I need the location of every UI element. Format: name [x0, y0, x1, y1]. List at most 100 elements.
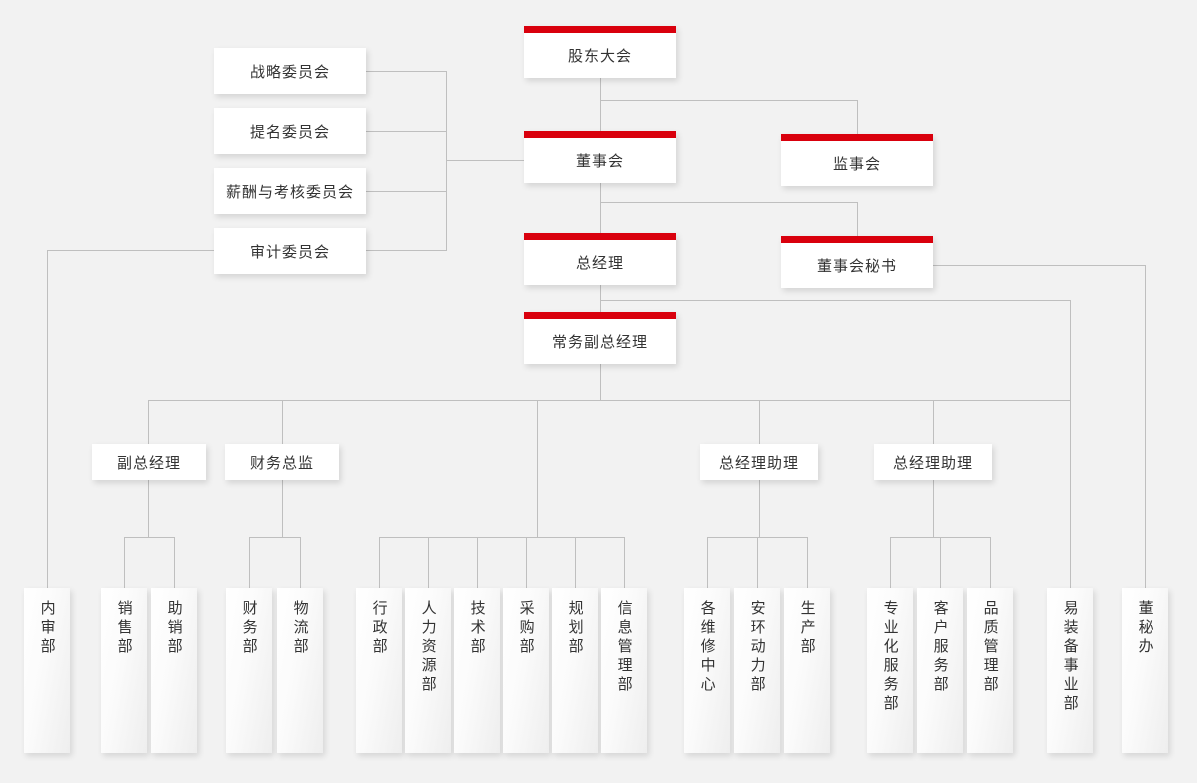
dept-human-resources[interactable]: 人力资源部: [405, 588, 451, 753]
connector-line: [933, 265, 1145, 266]
connector-line: [526, 537, 527, 588]
connector-line: [933, 480, 934, 537]
dept-procurement[interactable]: 采购部: [503, 588, 549, 753]
connector-line: [807, 537, 808, 588]
dept-label: 物流部: [291, 600, 309, 657]
connector-line: [1070, 300, 1071, 588]
connector-line: [600, 202, 601, 237]
node-shareholders-meeting[interactable]: 股东大会: [524, 26, 676, 78]
committee-remuneration-appraisal[interactable]: 薪酬与考核委员会: [214, 168, 366, 214]
connector-line: [366, 250, 446, 251]
dept-label: 生产部: [798, 600, 816, 657]
connector-line: [366, 71, 446, 72]
committee-label: 薪酬与考核委员会: [225, 183, 354, 201]
committee-label: 提名委员会: [249, 123, 330, 141]
connector-line: [124, 537, 125, 588]
connector-line: [600, 202, 858, 203]
dept-logistics[interactable]: 物流部: [277, 588, 323, 753]
connector-line: [890, 537, 891, 588]
connector-line: [282, 400, 283, 444]
connector-line: [148, 400, 149, 444]
committee-bus-line: [446, 71, 447, 251]
node-executive-deputy-gm[interactable]: 常务副总经理: [524, 312, 676, 364]
connector-line: [174, 537, 175, 588]
dept-quality-management[interactable]: 品质管理部: [967, 588, 1013, 753]
dept-label: 行政部: [370, 600, 388, 657]
manager-gm-assistant-2[interactable]: 总经理助理: [874, 444, 992, 480]
dept-label: 各维修中心: [698, 600, 716, 695]
manager-label: 财务总监: [249, 454, 314, 472]
connector-line: [600, 100, 601, 135]
connector-line: [990, 537, 991, 588]
dept-sales[interactable]: 销售部: [101, 588, 147, 753]
dept-planning[interactable]: 规划部: [552, 588, 598, 753]
dept-label: 销售部: [115, 600, 133, 657]
connector-line: [366, 131, 446, 132]
dept-customer-service[interactable]: 客户服务部: [917, 588, 963, 753]
committee-audit[interactable]: 审计委员会: [214, 228, 366, 274]
connector-line: [124, 537, 174, 538]
connector-line: [759, 480, 760, 537]
dept-label: 财务部: [240, 600, 258, 657]
dept-label: 助销部: [165, 600, 183, 657]
manager-label: 总经理助理: [718, 454, 799, 472]
node-label: 股东大会: [567, 48, 632, 65]
node-label: 总经理: [575, 255, 624, 272]
connector-line: [300, 537, 301, 588]
dept-technology[interactable]: 技术部: [454, 588, 500, 753]
node-general-manager[interactable]: 总经理: [524, 233, 676, 285]
connector-line: [600, 300, 1070, 301]
manager-cfo[interactable]: 财务总监: [225, 444, 339, 480]
dept-label: 董秘办: [1136, 600, 1154, 657]
dept-label: 采购部: [517, 600, 535, 657]
connector-line: [933, 400, 934, 444]
connector-line: [282, 480, 283, 537]
connector-line: [600, 285, 601, 317]
dept-maintenance-centers[interactable]: 各维修中心: [684, 588, 730, 753]
dept-board-secretary-office[interactable]: 董秘办: [1122, 588, 1168, 753]
connector-line: [624, 537, 625, 588]
dept-label: 技术部: [468, 600, 486, 657]
connector-line: [857, 202, 858, 237]
node-label: 董事会秘书: [816, 258, 897, 275]
dept-finance[interactable]: 财务部: [226, 588, 272, 753]
main-bus-line: [148, 400, 1070, 401]
committee-nomination[interactable]: 提名委员会: [214, 108, 366, 154]
node-board-secretary[interactable]: 董事会秘书: [781, 236, 933, 288]
connector-line: [707, 537, 708, 588]
dept-label: 人力资源部: [419, 600, 437, 695]
connector-line: [857, 100, 858, 135]
dept-label: 易装备事业部: [1061, 600, 1079, 714]
connector-line: [600, 183, 601, 202]
node-board-of-supervisors[interactable]: 监事会: [781, 134, 933, 186]
connector-line: [366, 191, 446, 192]
manager-deputy-gm[interactable]: 副总经理: [92, 444, 206, 480]
dept-safety-environment-power[interactable]: 安环动力部: [734, 588, 780, 753]
manager-gm-assistant-1[interactable]: 总经理助理: [700, 444, 818, 480]
node-label: 董事会: [575, 153, 624, 170]
dept-label: 内审部: [38, 600, 56, 657]
connector-line: [537, 400, 538, 537]
dept-label: 信息管理部: [615, 600, 633, 695]
dept-information-management[interactable]: 信息管理部: [601, 588, 647, 753]
dept-sales-support[interactable]: 助销部: [151, 588, 197, 753]
connector-line: [379, 537, 380, 588]
connector-line: [600, 364, 601, 400]
connector-line: [759, 400, 760, 444]
dept-easy-equipment-division[interactable]: 易装备事业部: [1047, 588, 1093, 753]
node-board-of-directors[interactable]: 董事会: [524, 131, 676, 183]
dept-internal-audit[interactable]: 内审部: [24, 588, 70, 753]
node-label: 常务副总经理: [551, 334, 648, 351]
dept-production[interactable]: 生产部: [784, 588, 830, 753]
dept-specialized-service[interactable]: 专业化服务部: [867, 588, 913, 753]
manager-label: 总经理助理: [892, 454, 973, 472]
connector-line: [1145, 265, 1146, 588]
committee-strategy[interactable]: 战略委员会: [214, 48, 366, 94]
committee-label: 战略委员会: [249, 63, 330, 81]
connector-line: [477, 537, 478, 588]
dept-administration[interactable]: 行政部: [356, 588, 402, 753]
connector-line: [148, 480, 149, 537]
dept-label: 品质管理部: [981, 600, 999, 695]
connector-line: [600, 100, 858, 101]
